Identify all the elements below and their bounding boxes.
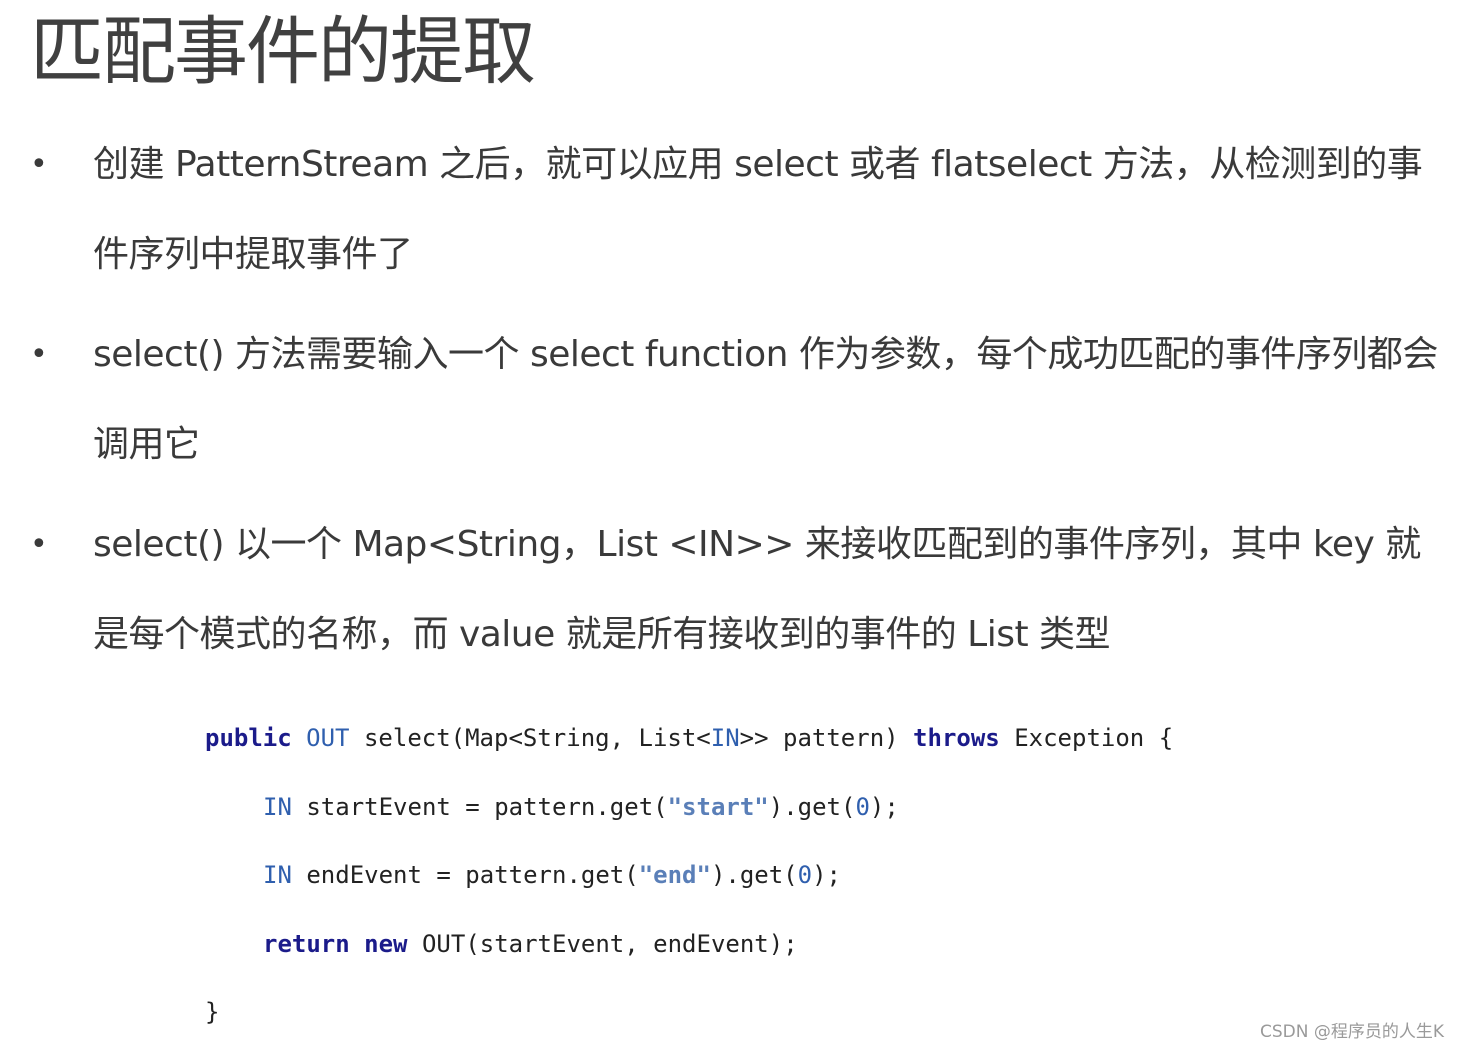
code-token: new (364, 929, 408, 958)
code-token: throws (913, 724, 1000, 752)
code-token: } (205, 998, 220, 1026)
code-token: ); (812, 861, 841, 889)
code-token: 0 (797, 861, 813, 889)
code-line: } (205, 986, 1173, 1055)
watermark: CSDN @程序员的人生K (1259, 1022, 1444, 1042)
code-token: OUT(startEvent, endEvent); (407, 929, 798, 958)
code-token: public (205, 724, 292, 752)
code-token: Exception { (999, 724, 1174, 752)
code-token: endEvent = pattern.get( (291, 861, 639, 889)
code-token: return (263, 929, 350, 958)
bullet-text: select() 方法需要输入一个 select function 作为参数，每… (93, 334, 1438, 465)
code-line: public OUT select(Map<String, List<IN>> … (205, 712, 1173, 781)
code-line: IN startEvent = pattern.get("start").get… (205, 781, 1173, 850)
code-token: ).get( (768, 792, 856, 821)
code-token: IN (710, 724, 740, 752)
page-title: 匹配事件的提取 (30, 9, 536, 95)
code-token: "start" (667, 792, 769, 821)
bullet-text: 创建 PatternStream 之后，就可以应用 select 或者 flat… (93, 144, 1423, 275)
bullet-item: • select() 方法需要输入一个 select function 作为参数，… (0, 310, 1440, 490)
code-token: 0 (855, 792, 870, 821)
code-token: IN (263, 861, 292, 889)
code-token: ).get( (710, 861, 798, 889)
bullet-item: • select() 以一个 Map<String，List <IN>> 来接收匹… (0, 500, 1440, 680)
code-token: startEvent = pattern.get( (291, 792, 668, 821)
bullet-icon: • (30, 337, 48, 372)
bullet-icon: • (30, 527, 48, 562)
code-token (292, 724, 306, 752)
code-line: IN endEvent = pattern.get("end").get(0); (205, 849, 1173, 918)
code-token: OUT (306, 724, 350, 752)
bullet-icon: • (30, 147, 48, 182)
bullet-item: • 创建 PatternStream 之后，就可以应用 select 或者 fla… (0, 120, 1440, 300)
code-token: >> pattern) (739, 724, 914, 752)
bullet-text: select() 以一个 Map<String，List <IN>> 来接收匹配… (93, 524, 1421, 655)
code-token: ); (869, 792, 899, 821)
code-block: public OUT select(Map<String, List<IN>> … (205, 712, 1173, 1055)
code-token: "end" (638, 861, 711, 889)
code-token (350, 930, 364, 958)
code-token: IN (263, 792, 292, 821)
code-line: return new OUT(startEvent, endEvent); (205, 918, 1173, 987)
bullet-list: • 创建 PatternStream 之后，就可以应用 select 或者 fla… (0, 120, 1440, 690)
code-token: select(Map<String, List< (349, 724, 711, 752)
